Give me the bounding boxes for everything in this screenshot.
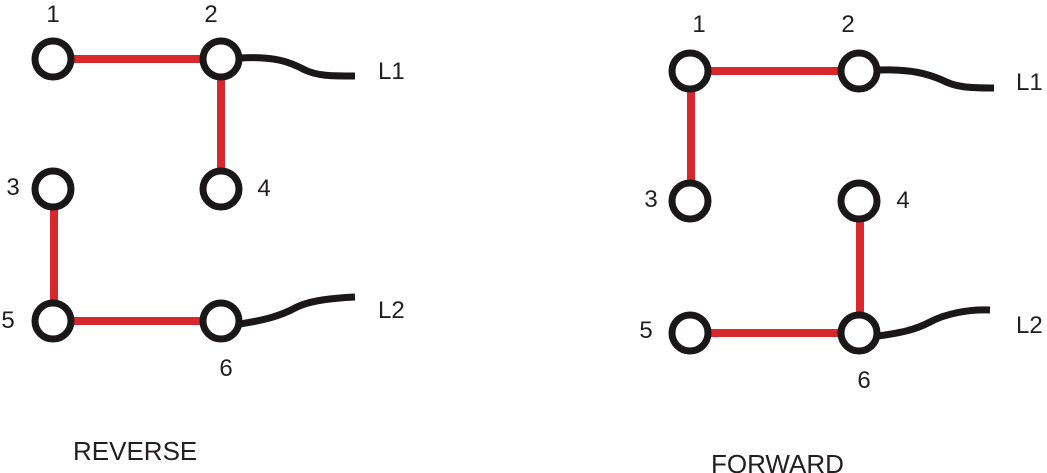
lead-wire-L2 (877, 306, 991, 340)
terminal-label-1: 1 (692, 11, 705, 38)
terminal-label-5: 5 (639, 317, 652, 344)
lead-label-L2: L2 (378, 297, 405, 324)
terminal-label-2: 2 (841, 11, 854, 38)
terminal-label-4: 4 (896, 187, 909, 214)
lead-wire-L1 (877, 66, 995, 92)
diagram-title-reverse: REVERSE (73, 436, 197, 466)
lead-label-L2: L2 (1016, 312, 1043, 339)
forward-diagram: 1 2 3 4 5 6 L1 L2 FORWARD (639, 11, 1042, 473)
terminal-5 (668, 311, 712, 355)
terminal-5 (31, 299, 75, 343)
terminal-6 (199, 299, 243, 343)
terminal-6 (837, 311, 881, 355)
terminal-1 (668, 49, 712, 93)
terminal-label-2: 2 (204, 1, 217, 28)
terminal-4 (837, 179, 881, 223)
terminal-label-4: 4 (257, 175, 270, 202)
terminal-label-3: 3 (6, 174, 19, 201)
lead-wire-L1 (239, 54, 356, 80)
terminal-2 (199, 37, 243, 81)
terminal-3 (668, 179, 712, 223)
terminal-label-5: 5 (1, 307, 14, 334)
terminal-label-3: 3 (644, 186, 657, 213)
lead-label-L1: L1 (1016, 69, 1043, 96)
terminal-3 (31, 167, 75, 211)
terminal-label-6: 6 (219, 355, 232, 382)
terminal-label-6: 6 (857, 367, 870, 394)
terminal-label-1: 1 (46, 1, 59, 28)
terminal-1 (31, 37, 75, 81)
lead-wire-L2 (239, 293, 356, 328)
terminal-2 (837, 49, 881, 93)
reverse-diagram: 1 2 3 4 5 6 L1 L2 REVERSE (1, 1, 404, 466)
terminal-4 (199, 167, 243, 211)
diagram-title-forward: FORWARD (711, 449, 844, 473)
lead-label-L1: L1 (378, 58, 405, 85)
